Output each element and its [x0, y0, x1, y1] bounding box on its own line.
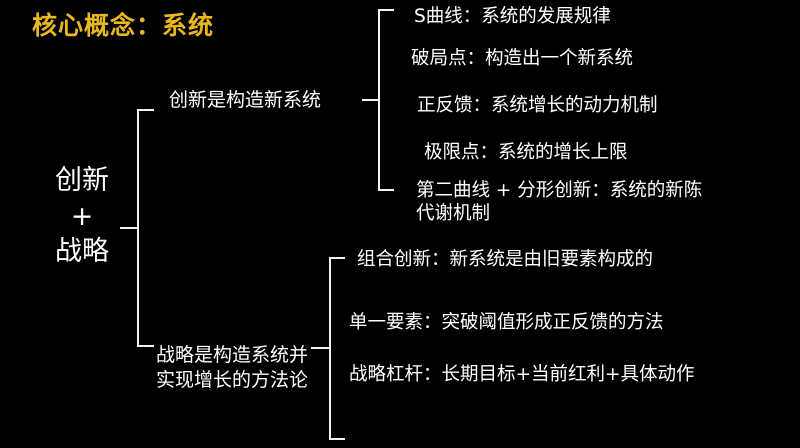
root-node-line-1: 创新 — [55, 165, 109, 196]
innovation-bracket-stem — [362, 99, 379, 101]
leaf-breakthrough-point: 破局点：构造出一个新系统 — [411, 48, 634, 69]
strategy-bracket-stem — [311, 347, 330, 349]
innovation-bracket — [378, 9, 394, 191]
strategy-bracket — [329, 257, 345, 440]
leaf-s-curve: S曲线：系统的发展规律 — [414, 6, 611, 27]
branch-label-strategy: 战略是构造系统并实现增长的方法论 — [156, 344, 309, 391]
root-bracket — [137, 109, 154, 347]
root-node-line-2: + — [70, 200, 94, 232]
root-node-line-3: 战略 — [55, 236, 109, 268]
leaf-positive-feedback: 正反馈：系统增长的动力机制 — [417, 95, 658, 116]
branch-label-innovation: 创新是构造新系统 — [169, 89, 322, 111]
leaf-single-element: 单一要素：突破阈值形成正反馈的方法 — [349, 312, 664, 333]
leaf-limit-point: 极限点：系统的增长上限 — [424, 142, 628, 163]
page-title: 核心概念：系统 — [32, 11, 215, 40]
mindmap-root-node: 创新 + 战略 — [28, 163, 136, 270]
leaf-strategic-lever: 战略杠杆：长期目标+当前红利+具体动作 — [349, 364, 695, 385]
leaf-second-curve-fractal: 第二曲线 + 分形创新：系统的新陈代谢机制 — [416, 180, 703, 224]
root-bracket-stem — [120, 227, 138, 229]
leaf-combinatorial-innovation: 组合创新：新系统是由旧要素构成的 — [357, 249, 654, 270]
